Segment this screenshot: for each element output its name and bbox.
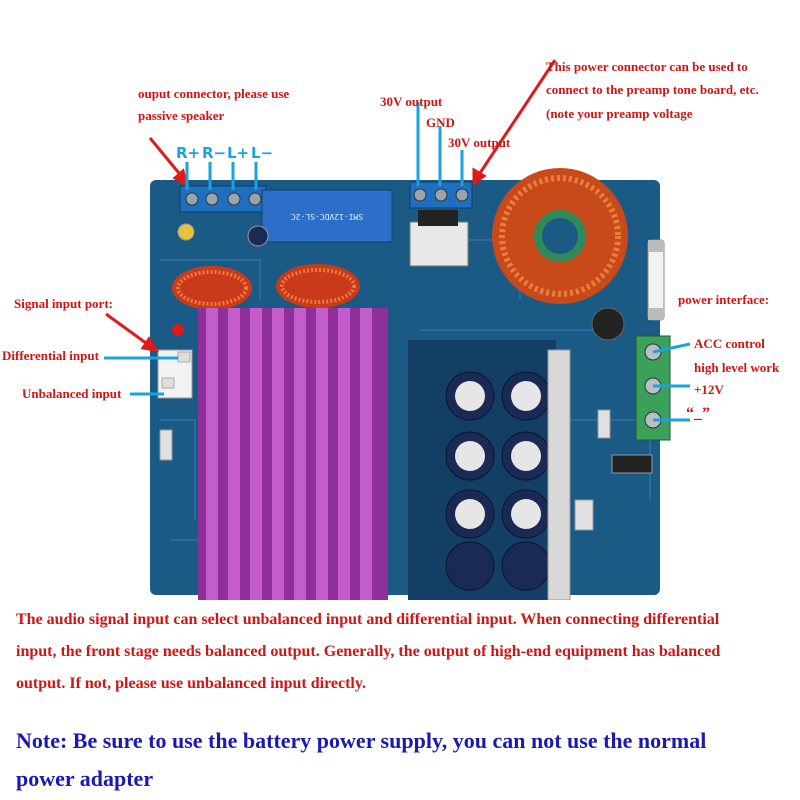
annotation-arrows [105,59,557,352]
leader-lines [104,102,691,422]
description-line2: input, the front stage needs balanced ou… [16,643,721,660]
label-gnd: GND [426,115,455,130]
power-interface-label: power interface: [678,292,770,307]
note-line2: power adapter [16,766,154,791]
output-connector-label-line2: passive speaker [138,108,225,123]
output-inductors [172,264,360,310]
filter-capacitors [408,340,571,600]
differential-input-label: Differential input [2,348,99,363]
relay-marking: SMI-12VDC-SL-2C [291,212,363,221]
pin-l-plus: L+ [227,144,250,162]
signal-input-port-label: Signal input port: [14,296,113,311]
preamp-note-line2: connect to the preamp tone board, etc. [546,82,759,97]
acc-control-label: ACC control [694,336,765,351]
note-line1: Note: Be sure to use the battery power s… [16,728,707,753]
pin-l-minus: L− [251,144,274,162]
relay: SMI-12VDC-SL-2C [261,189,393,243]
unbalanced-input-label: Unbalanced input [22,386,122,401]
label-30v-output-left: 30V output [380,94,443,109]
preamp-note-line3: (note your preamp voltage [546,106,693,121]
description-line3: output. If not, please use unbalanced in… [16,675,366,692]
main-heatsink [198,308,388,600]
amplifier-board-illustration: SMI-12VDC-SL-2C [104,59,691,600]
speaker-output-terminal [179,185,267,213]
small-components [159,223,653,531]
preamp-note-line1: This power connector can be used to [546,59,748,74]
label-30v-output-right: 30V output [448,135,511,150]
regulator-heatsink [409,210,469,267]
toroid-inductor [492,168,628,304]
output-connector-label-line1: ouput connector, please use [138,86,290,101]
high-level-work-label: high level work [694,360,780,375]
pin-r-plus: R+ [176,144,201,162]
description-line1: The audio signal input can select unbala… [16,611,720,628]
plus-12v-label: +12V [694,382,724,397]
power-output-terminal [409,181,473,209]
minus-label: “_” [686,405,710,422]
pin-r-minus: R− [202,144,227,162]
fuse [647,239,665,321]
